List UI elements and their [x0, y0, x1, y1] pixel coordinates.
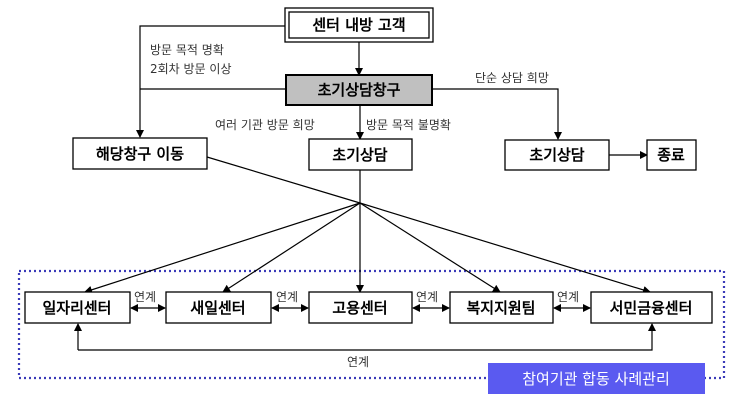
- joint-case-management-group: [17, 269, 726, 380]
- node-move-window: 해당창구 이동: [72, 137, 208, 170]
- node-visitor: 센터 내방 고객: [284, 7, 434, 43]
- label-link-bottom: 연계: [347, 355, 369, 369]
- connectors: [74, 25, 656, 351]
- node-consult-mid: 초기상담: [308, 138, 413, 171]
- node-end: 종료: [646, 139, 697, 171]
- node-jobs-center: 일자리센터: [24, 291, 131, 324]
- node-jobs-center-label: 일자리센터: [42, 299, 111, 317]
- node-welfare-team-label: 복지지원팀: [466, 299, 535, 317]
- node-microfinance-center-label: 서민금융센터: [610, 299, 693, 317]
- label-clear-purpose: 방문 목적 명확: [150, 43, 224, 57]
- node-end-label: 종료: [657, 146, 685, 164]
- label-link-1: 연계: [134, 290, 156, 304]
- node-saeil-center-label: 새일센터: [190, 299, 245, 317]
- group-badge: [488, 363, 705, 394]
- group-badge-label: 참여기관 합동 사례관리: [522, 370, 670, 388]
- node-consult-right: 초기상담: [504, 139, 610, 171]
- node-saeil-center: 새일센터: [165, 291, 272, 324]
- label-link-3: 연계: [416, 290, 438, 304]
- node-move-window-label: 해당창구 이동: [96, 145, 184, 163]
- node-employment-center: 고용센터: [308, 291, 413, 324]
- label-unclear-purpose: 방문 목적 불명확: [366, 118, 451, 132]
- node-initial-consult-window: 초기상담창구: [285, 74, 433, 106]
- node-welfare-team: 복지지원팀: [449, 291, 554, 324]
- node-window-label: 초기상담창구: [318, 81, 401, 99]
- label-link-4: 연계: [557, 290, 579, 304]
- label-link-2: 연계: [276, 290, 298, 304]
- node-consult-mid-label: 초기상담: [332, 146, 387, 164]
- node-microfinance-center: 서민금융센터: [590, 291, 713, 324]
- node-visitor-label: 센터 내방 고객: [312, 16, 405, 34]
- label-multi-agency: 여러 기관 방문 희망: [215, 118, 315, 132]
- node-employment-center-label: 고용센터: [332, 299, 387, 317]
- label-simple-consult: 단순 상담 희망: [475, 71, 549, 85]
- node-consult-right-label: 초기상담: [529, 146, 584, 164]
- label-second-visit: 2회차 방문 이상: [150, 62, 232, 76]
